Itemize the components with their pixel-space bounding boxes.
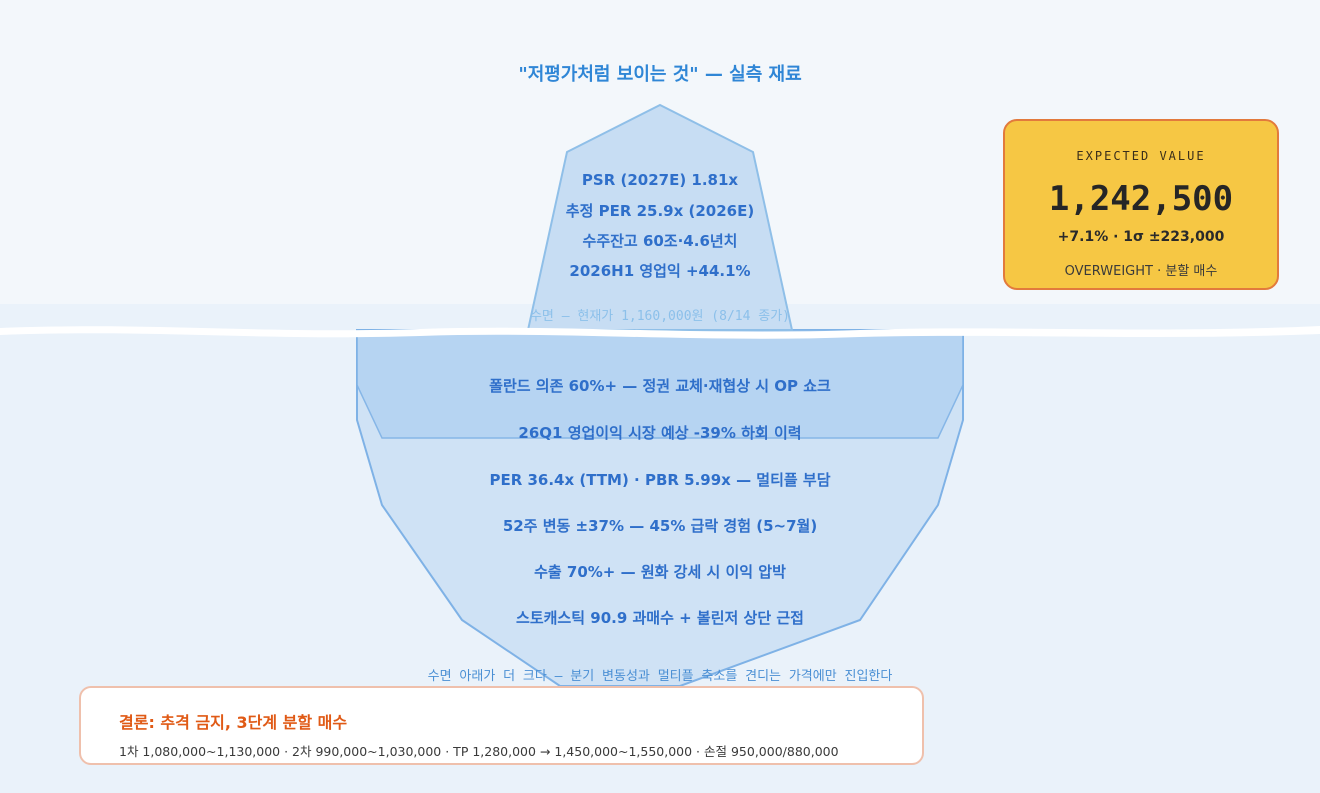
ev-delta: +7.1% · 1σ ±223,000	[1057, 229, 1225, 245]
expected-value-card: EXPECTED VALUE 1,242,500 +7.1% · 1σ ±223…	[1003, 119, 1279, 290]
risk-item-poland: 폴란드 의존 60%+ — 정권 교체·재협상 시 OP 쇼크	[489, 377, 831, 395]
conclusion-box: 결론: 추격 금지, 3단계 분할 매수 1차 1,080,000~1,130,…	[79, 686, 924, 765]
ev-value: 1,242,500	[1048, 179, 1234, 219]
tip-item-per: 추정 PER 25.9x (2026E)	[566, 202, 754, 220]
diagram-title: "저평가처럼 보이는 것" — 실측 재료	[518, 64, 801, 85]
iceberg-tip	[526, 103, 794, 331]
tip-item-backlog: 수주잔고 60조·4.6년치	[583, 232, 738, 250]
waterline-wave	[0, 326, 1320, 339]
conclusion-title: 결론: 추격 금지, 3단계 분할 매수	[119, 713, 348, 732]
risk-item-volatility: 52주 변동 ±37% — 45% 급락 경험 (5~7월)	[503, 517, 817, 535]
tip-item-psr: PSR (2027E) 1.81x	[582, 171, 739, 189]
risk-item-overbought: 스토캐스틱 90.9 과매수 + 볼린저 상단 근접	[516, 609, 804, 627]
risk-item-multiple: PER 36.4x (TTM) · PBR 5.99x — 멀티플 부담	[489, 471, 830, 489]
tip-item-op-growth: 2026H1 영업익 +44.1%	[569, 262, 750, 280]
ev-label: EXPECTED VALUE	[1076, 149, 1206, 163]
risk-item-fx: 수출 70%+ — 원화 강세 시 이익 압박	[534, 563, 786, 581]
waterline-label: 수면 — 현재가 1,160,000원 (8/14 종가)	[530, 309, 790, 324]
ev-rating: OVERWEIGHT · 분할 매수	[1064, 264, 1218, 279]
bottom-note: 수면 아래가 더 크다 — 분기 변동성과 멀티플 축소를 견디는 가격에만 진…	[428, 669, 893, 684]
risk-item-q1-miss: 26Q1 영업이익 시장 예상 -39% 하회 이력	[518, 424, 801, 442]
conclusion-detail: 1차 1,080,000~1,130,000 · 2차 990,000~1,03…	[119, 744, 839, 759]
